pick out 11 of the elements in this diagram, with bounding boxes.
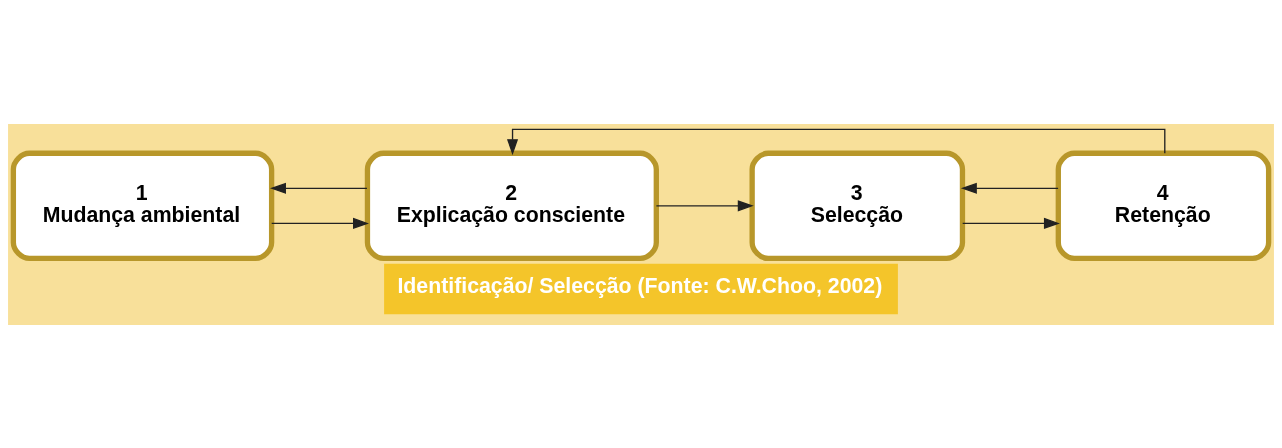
arrow xyxy=(271,217,369,229)
arrow xyxy=(960,182,1059,194)
arrow xyxy=(506,128,1166,155)
arrow xyxy=(655,199,754,211)
node-box: 3 Selecção xyxy=(749,150,966,261)
node-box: 2 Explicação consciente xyxy=(364,150,659,261)
node-box: 4 Retenção xyxy=(1055,150,1272,261)
node-box: 1 Mudança ambiental xyxy=(10,150,275,261)
arrow xyxy=(270,182,368,194)
caption: Identificação/ Selecção (Fonte: C.W.Choo, 2002) xyxy=(397,273,883,298)
arrow xyxy=(962,217,1060,229)
